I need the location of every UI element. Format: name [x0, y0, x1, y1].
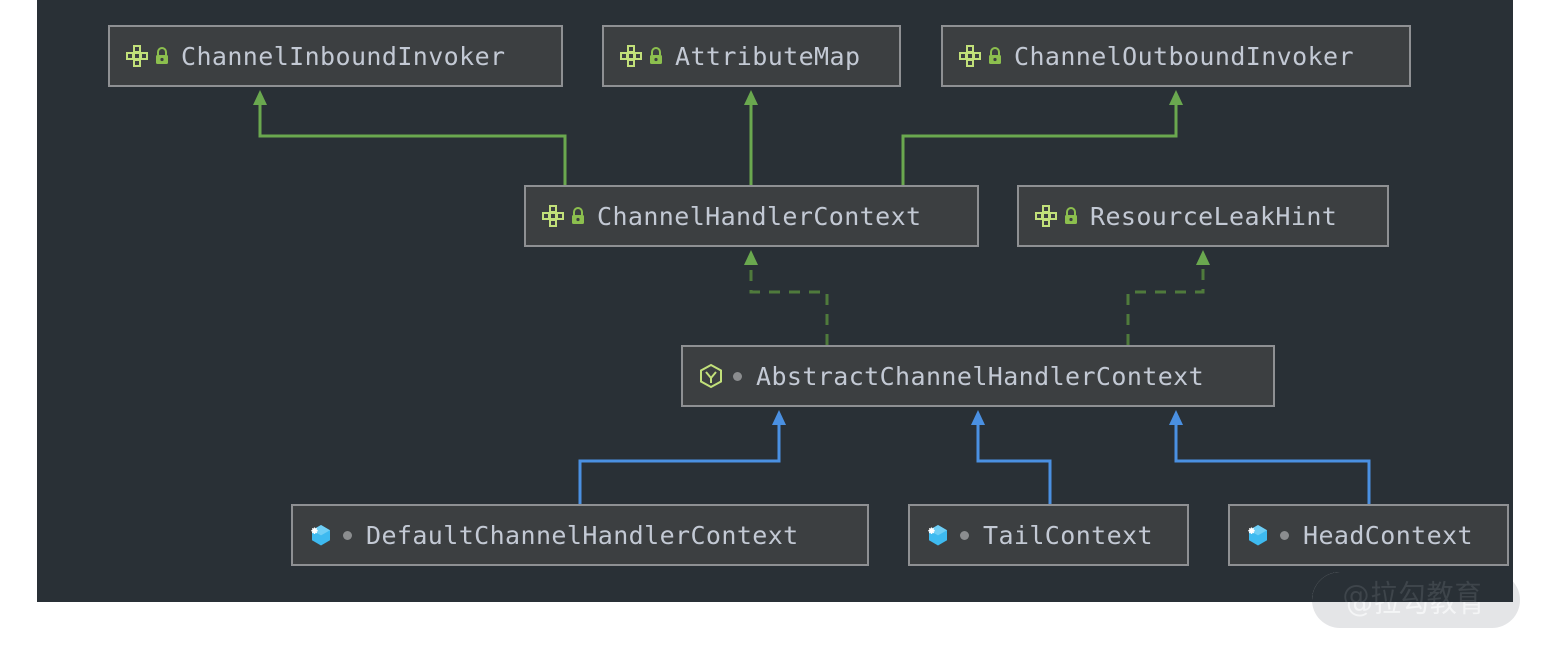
lock-icon	[569, 206, 587, 226]
watermark-canvas-overlap: @拉勾教育	[1312, 572, 1513, 602]
member-dot	[343, 530, 352, 540]
node-label: TailContext	[983, 520, 1153, 550]
node-resource-leak-hint[interactable]: ResourceLeakHint	[1017, 185, 1389, 247]
abstract-class-icon	[697, 362, 725, 390]
node-default-channel-handler-context[interactable]: DefaultChannelHandlerContext	[291, 504, 869, 566]
interface-icon	[1033, 203, 1059, 229]
lock-icon	[647, 46, 665, 66]
final-class-icon	[1244, 521, 1272, 549]
edge-achc-to-chc	[744, 250, 829, 345]
interface-icon	[957, 43, 983, 69]
node-head-context[interactable]: HeadContext	[1228, 504, 1509, 566]
lock-icon	[153, 46, 171, 66]
node-label: HeadContext	[1303, 520, 1473, 550]
interface-icon	[540, 203, 566, 229]
node-channel-outbound-invoker[interactable]: ChannelOutboundInvoker	[941, 25, 1411, 87]
edge-chc-to-inbound	[253, 90, 567, 185]
node-label: AttributeMap	[675, 41, 861, 71]
edge-achc-to-rlh	[1126, 250, 1210, 345]
edge-chc-to-outbound	[901, 90, 1183, 185]
node-label: DefaultChannelHandlerContext	[366, 520, 799, 550]
node-label: ChannelInboundInvoker	[181, 41, 506, 71]
member-dot	[1280, 530, 1289, 540]
node-label: ChannelHandlerContext	[597, 201, 922, 231]
member-dot	[960, 530, 969, 540]
node-label: ChannelOutboundInvoker	[1014, 41, 1354, 71]
node-attribute-map[interactable]: AttributeMap	[602, 25, 901, 87]
edge-layer	[253, 90, 1371, 504]
node-channel-inbound-invoker[interactable]: ChannelInboundInvoker	[108, 25, 563, 87]
node-channel-handler-context[interactable]: ChannelHandlerContext	[524, 185, 979, 247]
interface-icon	[124, 43, 150, 69]
interface-icon	[618, 43, 644, 69]
diagram-canvas[interactable]: ChannelInboundInvoker	[37, 0, 1513, 602]
final-class-icon	[924, 521, 952, 549]
node-tail-context[interactable]: TailContext	[908, 504, 1189, 566]
node-label: AbstractChannelHandlerContext	[756, 361, 1205, 391]
final-class-icon	[307, 521, 335, 549]
watermark-text-overlap: @拉勾教育	[1342, 580, 1483, 602]
node-abstract-channel-handler-context[interactable]: AbstractChannelHandlerContext	[681, 345, 1275, 407]
edge-dchc-to-achc	[578, 410, 786, 504]
lock-icon	[1062, 206, 1080, 226]
edge-head-to-achc	[1169, 410, 1371, 504]
member-dot	[733, 371, 742, 381]
node-label: ResourceLeakHint	[1090, 201, 1338, 231]
lock-icon	[986, 46, 1004, 66]
edge-tail-to-achc	[971, 410, 1052, 504]
